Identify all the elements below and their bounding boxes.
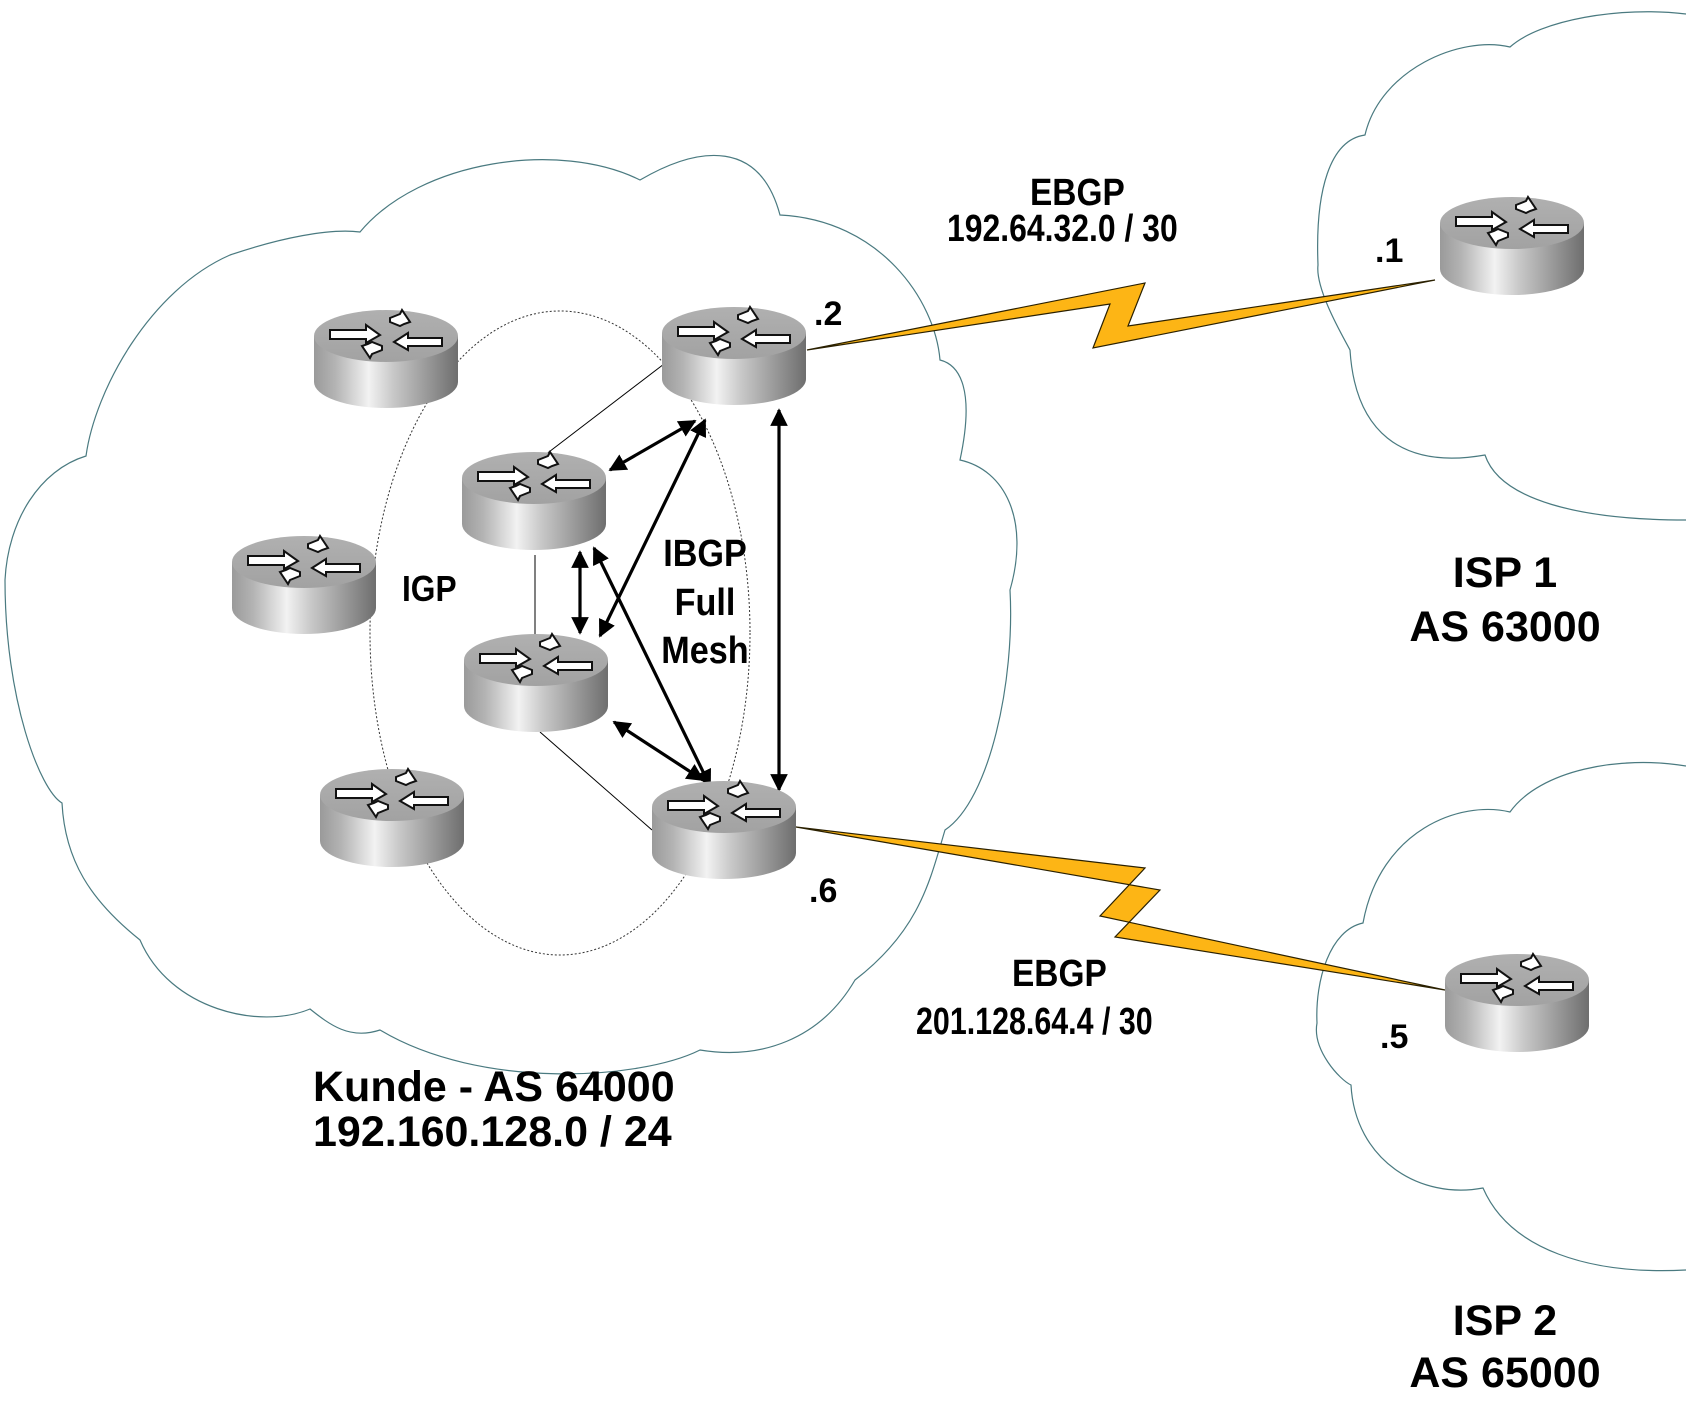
isp1-title: ISP 1 [1452, 549, 1558, 597]
router-icon[interactable] [313, 309, 459, 409]
ebgp1-type-label: EBGP [1030, 172, 1125, 214]
igp-label: IGP [402, 568, 457, 609]
router-icon[interactable] [1439, 196, 1585, 296]
isp1-cloud-outline [1317, 11, 1686, 521]
ibgp-mesh [571, 408, 788, 792]
ebgp1-subnet-label: 192.64.32.0 / 30 [947, 208, 1178, 250]
isp2-cloud-outline [1315, 761, 1686, 1272]
router-icon[interactable] [319, 768, 465, 868]
ibgp-label-line1: IBGP [663, 533, 747, 575]
edge1-address-label: .2 [814, 295, 843, 333]
ebgp-link-isp2 [795, 826, 1446, 991]
isp2-as-label: AS 65000 [1409, 1349, 1601, 1397]
router-icon[interactable] [463, 633, 609, 733]
igp-link-mid2-edge2 [539, 731, 653, 831]
igp-region-outline [369, 310, 751, 956]
router-icon[interactable] [461, 451, 607, 551]
igp-link-mid1-edge1 [544, 363, 665, 456]
router-icon[interactable] [661, 306, 807, 406]
customer-cloud-outline [4, 155, 1018, 1075]
ebgp2-subnet-label: 201.128.64.4 / 30 [916, 1001, 1153, 1043]
isp1-as-label: AS 63000 [1409, 603, 1601, 651]
ibgp-label-line3: Mesh [661, 630, 749, 672]
router-icon[interactable] [1444, 953, 1590, 1053]
router-icon[interactable] [651, 780, 797, 880]
ibgp-arrow-mid2-edge2 [612, 720, 705, 782]
edge2-address-label: .6 [809, 872, 838, 910]
igp-links [534, 363, 665, 831]
ebgp2-type-label: EBGP [1012, 953, 1107, 995]
ebgp-link-isp1 [806, 279, 1436, 351]
customer-as-title: Kunde - AS 64000 [313, 1063, 675, 1111]
isp1-address-label: .1 [1375, 232, 1404, 270]
isp2-address-label: .5 [1380, 1018, 1409, 1056]
ibgp-arrow-mid1-edge1 [608, 419, 697, 472]
customer-as-subnet: 192.160.128.0 / 24 [313, 1108, 672, 1156]
router-icon[interactable] [231, 535, 377, 635]
ibgp-label-line2: Full [674, 582, 736, 624]
isp2-title: ISP 2 [1452, 1297, 1558, 1345]
